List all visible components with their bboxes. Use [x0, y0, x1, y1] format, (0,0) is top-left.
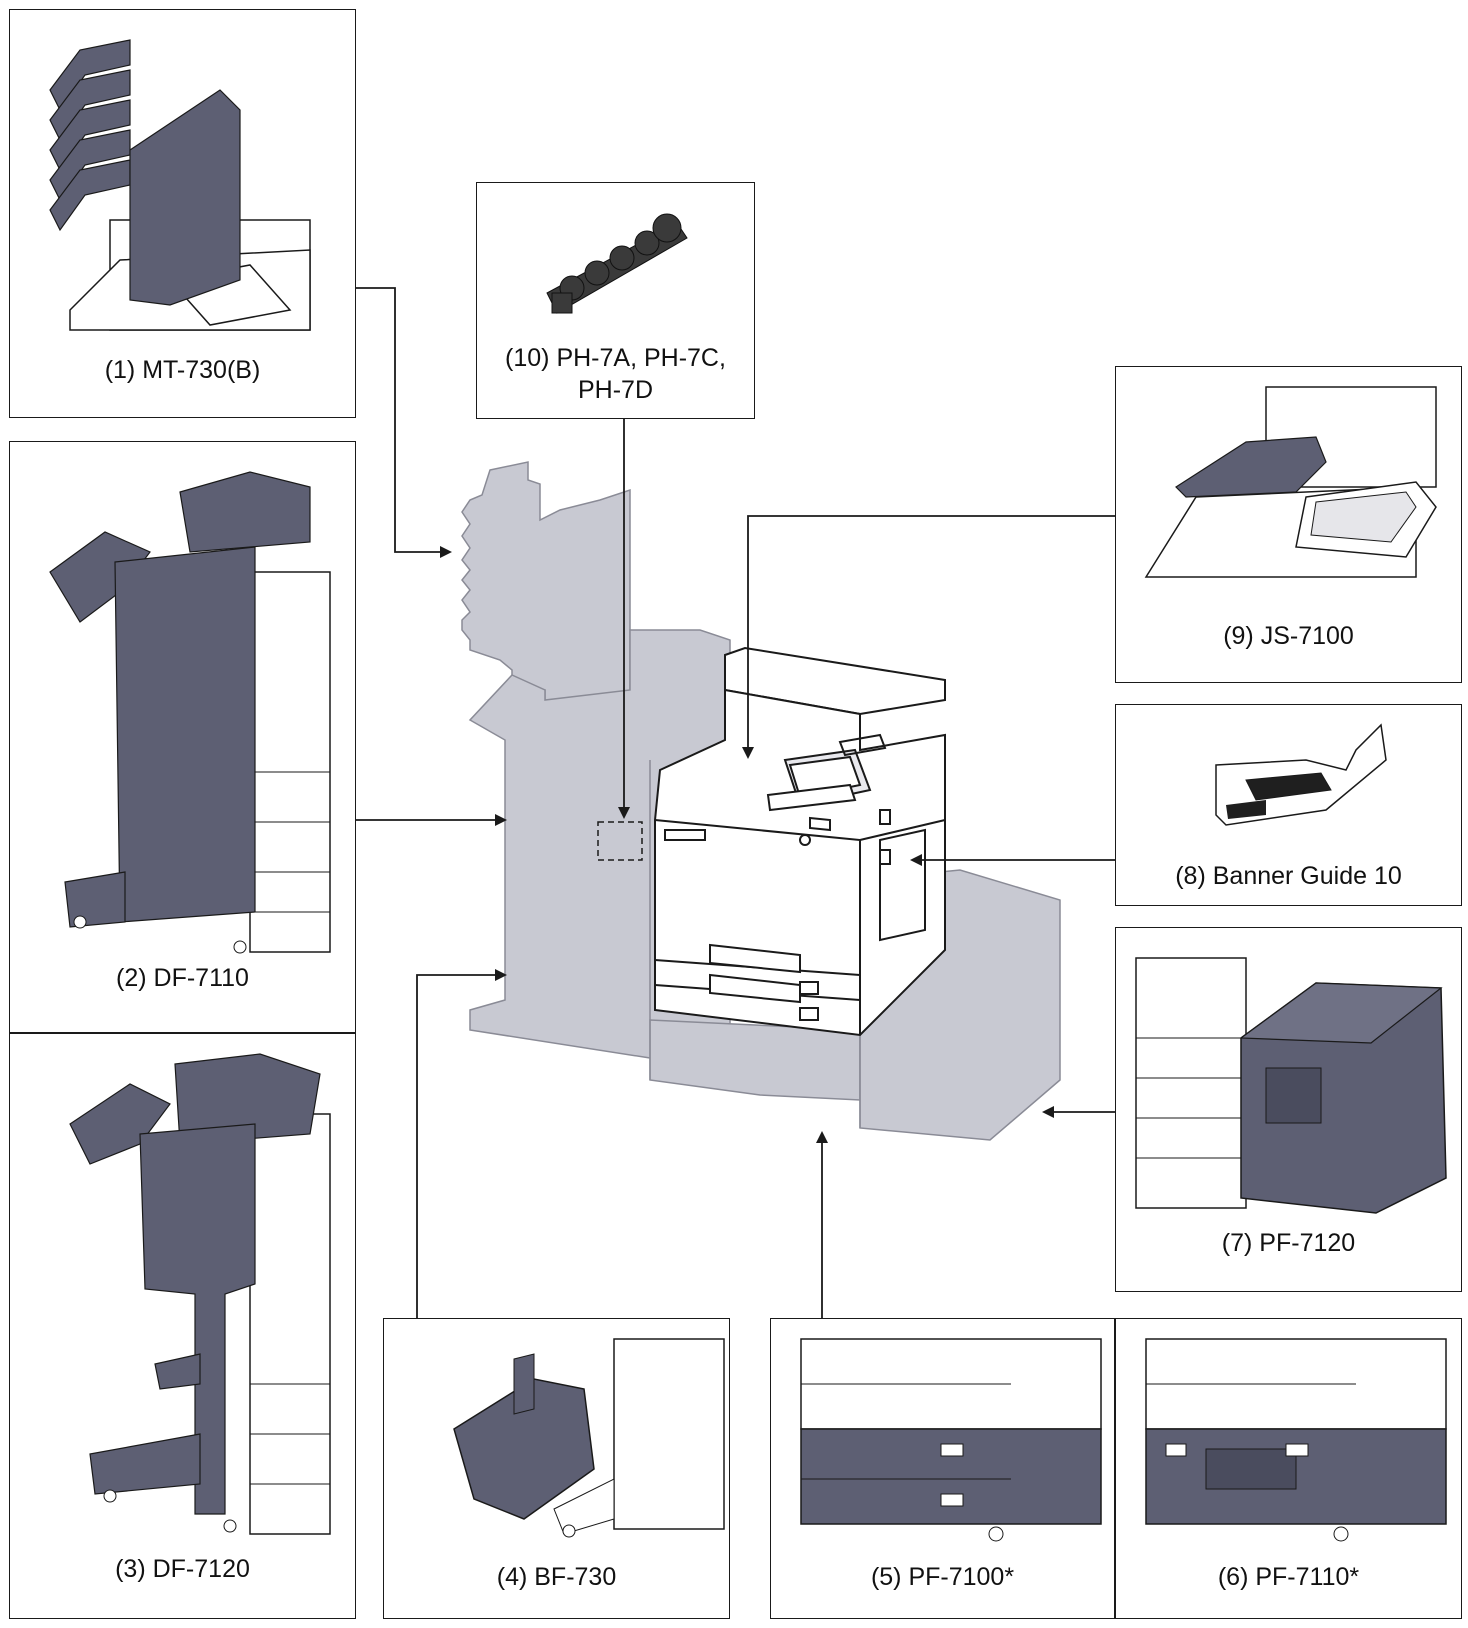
option-label-4: (4) BF-730 — [496, 1563, 617, 1591]
option-panel-4: (4) BF-730 — [383, 1318, 730, 1619]
mailbox-silhouette — [461, 461, 631, 707]
option-label-10-line1: (10) PH-7A, PH-7C, — [505, 344, 726, 372]
finisher-icon — [49, 471, 331, 954]
option-label-7: (7) PF-7120 — [1221, 1229, 1356, 1257]
banner-guide-icon — [1215, 723, 1387, 826]
option-panel-3: (3) DF-7120 — [9, 1033, 356, 1619]
option-label-9: (9) JS-7100 — [1223, 622, 1354, 650]
folding-unit-icon — [453, 1338, 725, 1538]
connector-1 — [355, 287, 452, 558]
option-panel-10: (10) PH-7A, PH-7C, PH-7D — [476, 182, 755, 419]
option-label-2: (2) DF-7110 — [116, 964, 249, 992]
side-feeder-icon — [1135, 957, 1447, 1214]
job-separator-icon — [1144, 386, 1437, 578]
mailbox-tray-icon — [49, 39, 311, 331]
option-panel-6: (6) PF-7110* — [1115, 1318, 1462, 1619]
option-panel-1: (1) MT-730(B) — [9, 9, 356, 418]
option-panel-5: (5) PF-7100* — [770, 1318, 1115, 1619]
punch-unit-icon — [546, 213, 688, 314]
connector-4 — [416, 969, 507, 1318]
option-panel-8: (8) Banner Guide 10 — [1115, 704, 1462, 906]
connectors — [355, 287, 1115, 1318]
paper-feeder-icon — [1145, 1338, 1447, 1542]
connector-9 — [742, 515, 1115, 759]
punch-unit-placeholder — [597, 821, 643, 861]
option-panel-9: (9) JS-7100 — [1115, 366, 1462, 683]
finisher-icon — [69, 1053, 331, 1535]
option-label-8: (8) Banner Guide 10 — [1175, 862, 1402, 890]
option-label-10-line2: PH-7D — [577, 376, 653, 404]
option-label-5: (5) PF-7100* — [870, 1563, 1015, 1591]
option-label-1: (1) MT-730(B) — [104, 356, 261, 384]
option-panel-7: (7) PF-7120 — [1115, 927, 1462, 1292]
option-panel-2: (2) DF-7110 — [9, 441, 356, 1033]
paper-feeder-icon — [800, 1338, 1102, 1542]
option-label-6: (6) PF-7110* — [1217, 1563, 1360, 1591]
option-label-3: (3) DF-7120 — [115, 1555, 250, 1583]
main-printer — [654, 646, 946, 1037]
